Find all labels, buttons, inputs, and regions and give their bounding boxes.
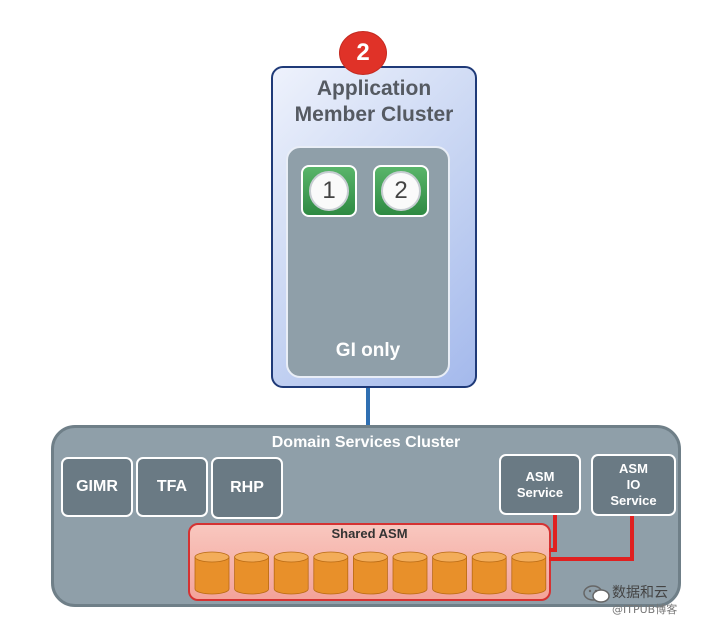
asm-io-line3: Service [610, 493, 657, 508]
disk-icon [194, 551, 230, 595]
node-1-number: 1 [309, 171, 349, 211]
asm-io-service-box: ASM IO Service [591, 454, 676, 516]
disk-icon [313, 551, 349, 595]
cluster-number-badge: 2 [340, 32, 386, 74]
disk-icon [273, 551, 309, 595]
node-2: 2 [373, 165, 429, 217]
rhp-label: RHP [230, 479, 264, 496]
tfa-box: TFA [136, 457, 208, 517]
node-2-number: 2 [381, 171, 421, 211]
disk-icon [511, 551, 547, 595]
cluster-connector-line [366, 388, 370, 428]
asm-service-box: ASM Service [499, 454, 581, 515]
disk-icon [234, 551, 269, 595]
asm-service-line2: Service [516, 484, 564, 500]
disk-icon [392, 551, 428, 595]
gi-only-label: GI only [335, 340, 401, 361]
node-1: 1 [301, 165, 357, 217]
gimr-box: GIMR [61, 457, 133, 517]
asm-link-horizontal [549, 548, 556, 552]
application-title-line1: Application [316, 77, 432, 100]
shared-asm-label: Shared ASM [331, 526, 408, 541]
asm-io-link-vertical [630, 516, 634, 561]
asm-io-line2: IO [626, 477, 641, 492]
application-cluster-title: Application Member Cluster [271, 76, 477, 128]
application-title-line2: Member Cluster [294, 103, 454, 126]
domain-services-cluster-title: Domain Services Cluster [271, 434, 461, 451]
tfa-label: TFA [156, 478, 188, 495]
asm-link-vertical [553, 515, 557, 552]
watermark-subtitle: @ITPUB博客 [612, 603, 678, 616]
disk-icon [432, 551, 468, 595]
gimr-label: GIMR [76, 478, 118, 495]
watermark-title: 数据和云 [612, 585, 668, 601]
shared-asm-disks [194, 551, 547, 595]
disk-icon [352, 551, 388, 595]
rhp-box: RHP [211, 457, 283, 519]
asm-io-link-horizontal [549, 557, 634, 561]
wechat-icon [583, 585, 610, 603]
asm-service-line1: ASM [525, 468, 555, 484]
asm-io-line1: ASM [619, 461, 648, 476]
disk-icon [471, 551, 507, 595]
